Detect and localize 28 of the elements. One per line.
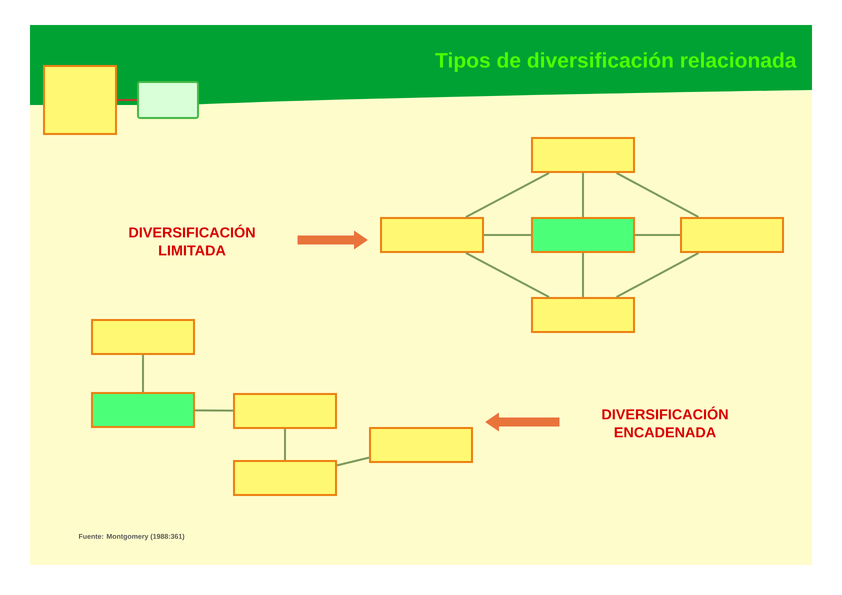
connector-line xyxy=(616,252,699,298)
connector-line xyxy=(336,456,370,466)
box xyxy=(91,319,195,355)
connector-line xyxy=(284,429,286,460)
connector-line xyxy=(582,253,584,297)
connector-line xyxy=(635,234,680,236)
connector-line xyxy=(466,172,550,218)
box xyxy=(43,65,117,135)
title: Tipos de diversificación relacionada xyxy=(435,52,797,72)
connector-line xyxy=(195,409,234,412)
connector-line xyxy=(616,172,699,218)
box xyxy=(531,137,635,173)
box xyxy=(233,460,337,496)
box xyxy=(91,392,195,428)
connector-line xyxy=(142,355,144,392)
box xyxy=(531,297,635,333)
box xyxy=(137,81,199,119)
connector-line xyxy=(582,173,584,217)
connector-line xyxy=(466,252,550,298)
box xyxy=(369,427,473,463)
connector-line xyxy=(117,99,137,101)
heading-text: DIVERSIFICACIÓN LIMITADA xyxy=(129,224,255,256)
box xyxy=(680,217,784,253)
box xyxy=(380,217,484,253)
connector-line xyxy=(484,234,531,236)
box xyxy=(233,393,337,429)
box xyxy=(531,217,635,253)
heading-text: DIVERSIFICACIÓN ENCADENADA xyxy=(602,406,728,438)
